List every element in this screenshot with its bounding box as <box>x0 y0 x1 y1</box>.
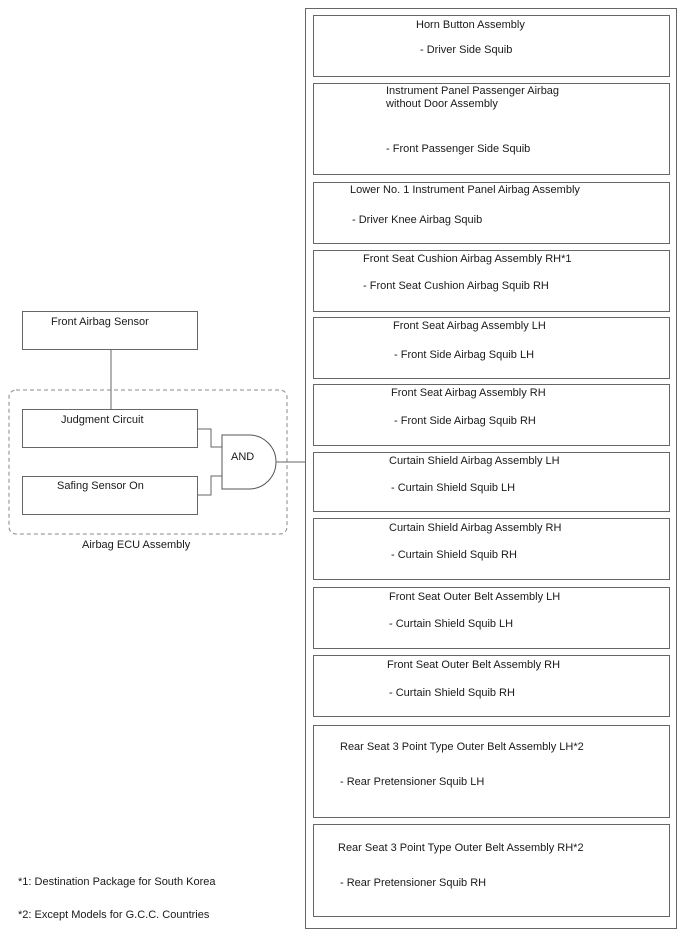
assembly-title: Horn Button Assembly <box>416 19 525 31</box>
assembly-box-horn-button: Horn Button Assembly - Driver Side Squib <box>313 15 670 77</box>
assembly-title: Curtain Shield Airbag Assembly RH <box>389 522 562 534</box>
assembly-squib: - Front Seat Cushion Airbag Squib RH <box>363 280 549 292</box>
assembly-box-outer-belt-lh: Front Seat Outer Belt Assembly LH - Curt… <box>313 587 670 649</box>
assembly-squib: - Driver Side Squib <box>420 44 513 56</box>
assembly-squib: - Curtain Shield Squib RH <box>391 549 517 561</box>
squib-column <box>305 8 677 929</box>
assembly-box-rear-seat-belt-rh: Rear Seat 3 Point Type Outer Belt Assemb… <box>313 824 670 917</box>
footnote-2: *2: Except Models for G.C.C. Countries <box>18 909 210 921</box>
assembly-box-curtain-shield-lh: Curtain Shield Airbag Assembly LH - Curt… <box>313 452 670 512</box>
assembly-squib: - Rear Pretensioner Squib LH <box>340 776 485 788</box>
front-airbag-sensor-label: Front Airbag Sensor <box>51 316 149 328</box>
assembly-box-seat-airbag-lh: Front Seat Airbag Assembly LH - Front Si… <box>313 317 670 379</box>
judgment-circuit-box: Judgment Circuit <box>22 409 198 448</box>
assembly-squib: - Rear Pretensioner Squib RH <box>340 877 487 889</box>
assembly-title: Front Seat Cushion Airbag Assembly RH*1 <box>363 253 572 265</box>
assembly-title: Front Seat Outer Belt Assembly RH <box>387 659 561 671</box>
assembly-box-instrument-panel-passenger: Instrument Panel Passenger Airbag withou… <box>313 83 670 175</box>
assembly-squib: - Curtain Shield Squib LH <box>389 618 514 630</box>
safing-sensor-box: Safing Sensor On <box>22 476 198 515</box>
assembly-squib: - Front Side Airbag Squib RH <box>394 415 536 427</box>
and-gate-shape <box>221 434 277 490</box>
assembly-title: Rear Seat 3 Point Type Outer Belt Assemb… <box>340 741 584 753</box>
assembly-box-lower-instrument-panel: Lower No. 1 Instrument Panel Airbag Asse… <box>313 182 670 244</box>
assembly-squib: - Curtain Shield Squib RH <box>389 687 515 699</box>
front-airbag-sensor-box: Front Airbag Sensor <box>22 311 198 350</box>
safing-connector <box>198 475 222 496</box>
assembly-squib: - Curtain Shield Squib LH <box>391 482 516 494</box>
airbag-ecu-label: Airbag ECU Assembly <box>82 539 191 551</box>
footnote-1: *1: Destination Package for South Korea <box>18 876 216 888</box>
assembly-box-seat-cushion-rh: Front Seat Cushion Airbag Assembly RH*1 … <box>313 250 670 312</box>
assembly-title: Front Seat Airbag Assembly LH <box>393 320 546 332</box>
assembly-title: Instrument Panel Passenger Airbag withou… <box>386 85 560 110</box>
assembly-title: Curtain Shield Airbag Assembly LH <box>389 455 560 467</box>
and-gate-label: AND <box>231 451 255 463</box>
assembly-box-outer-belt-rh: Front Seat Outer Belt Assembly RH - Curt… <box>313 655 670 717</box>
assembly-title: Front Seat Outer Belt Assembly LH <box>389 591 561 603</box>
judgment-connector <box>198 428 222 448</box>
assembly-box-curtain-shield-rh: Curtain Shield Airbag Assembly RH - Curt… <box>313 518 670 580</box>
assembly-title: Front Seat Airbag Assembly RH <box>391 387 546 399</box>
assembly-box-seat-airbag-rh: Front Seat Airbag Assembly RH - Front Si… <box>313 384 670 446</box>
assembly-box-rear-seat-belt-lh: Rear Seat 3 Point Type Outer Belt Assemb… <box>313 725 670 818</box>
assembly-squib: - Driver Knee Airbag Squib <box>352 214 483 226</box>
judgment-circuit-label: Judgment Circuit <box>61 414 144 426</box>
safing-sensor-label: Safing Sensor On <box>57 480 144 492</box>
assembly-title: Lower No. 1 Instrument Panel Airbag Asse… <box>350 184 580 196</box>
assembly-squib: - Front Passenger Side Squib <box>386 143 531 155</box>
assembly-squib: - Front Side Airbag Squib LH <box>394 349 535 361</box>
assembly-title: Rear Seat 3 Point Type Outer Belt Assemb… <box>338 842 584 854</box>
